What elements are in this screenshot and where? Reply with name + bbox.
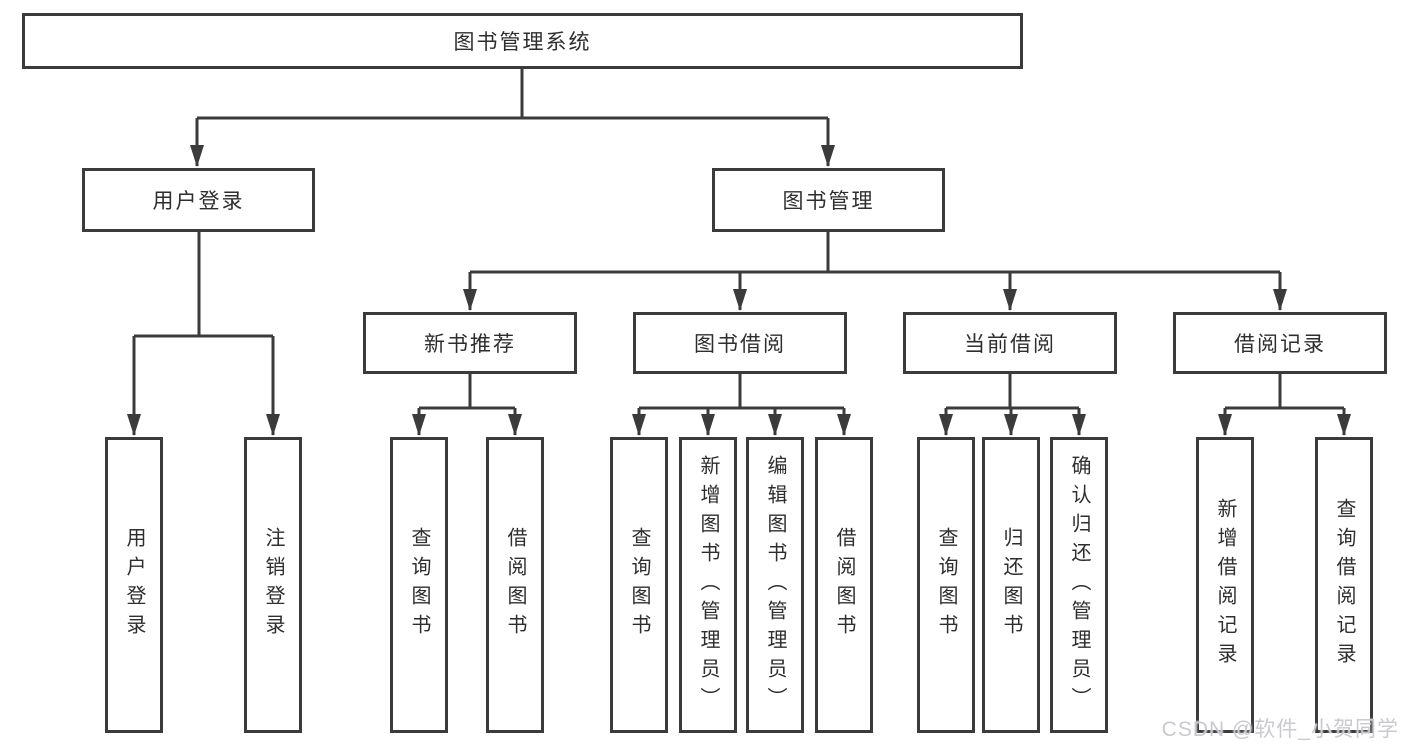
leaf-query-books-current-label: 查询图书 xyxy=(935,527,957,643)
leaf-confirm-return-admin-label: 确认归还（管理员） xyxy=(1068,454,1090,716)
leaf-user-login-label: 用户登录 xyxy=(123,527,145,643)
leaf-edit-book-admin: 编辑图书（管理员） xyxy=(746,437,804,733)
leaf-query-books-borrow-label: 查询图书 xyxy=(628,527,650,643)
leaf-borrow-books-recommend: 借阅图书 xyxy=(486,437,544,733)
node-book-borrow: 图书借阅 xyxy=(633,312,847,374)
node-user-login-branch: 用户登录 xyxy=(82,168,315,232)
node-root: 图书管理系统 xyxy=(22,13,1023,69)
leaf-query-books-recommend-label: 查询图书 xyxy=(408,527,430,643)
node-current-borrow-label: 当前借阅 xyxy=(964,333,1056,356)
node-book-management-branch-label: 图书管理 xyxy=(782,190,875,213)
leaf-query-borrow-record-label: 查询借阅记录 xyxy=(1333,498,1355,672)
node-new-book-recommend: 新书推荐 xyxy=(363,312,577,374)
leaf-borrow-books-label: 借阅图书 xyxy=(833,527,855,643)
leaf-add-borrow-record-label: 新增借阅记录 xyxy=(1214,498,1236,672)
leaf-query-books-borrow: 查询图书 xyxy=(610,437,668,733)
node-book-borrow-label: 图书借阅 xyxy=(694,333,786,356)
node-current-borrow: 当前借阅 xyxy=(903,312,1117,374)
node-new-book-recommend-label: 新书推荐 xyxy=(424,333,516,356)
leaf-borrow-books: 借阅图书 xyxy=(815,437,873,733)
node-borrow-records: 借阅记录 xyxy=(1173,312,1387,374)
node-book-management-branch: 图书管理 xyxy=(712,168,945,232)
leaf-query-borrow-record: 查询借阅记录 xyxy=(1315,437,1373,733)
leaf-return-book: 归还图书 xyxy=(982,437,1040,733)
leaf-add-borrow-record: 新增借阅记录 xyxy=(1196,437,1254,733)
leaf-confirm-return-admin: 确认归还（管理员） xyxy=(1050,437,1108,733)
leaf-return-book-label: 归还图书 xyxy=(1000,527,1022,643)
node-borrow-records-label: 借阅记录 xyxy=(1234,333,1326,356)
leaf-query-books-current: 查询图书 xyxy=(917,437,975,733)
leaf-logout-label: 注销登录 xyxy=(262,527,284,643)
leaf-borrow-books-recommend-label: 借阅图书 xyxy=(504,527,526,643)
leaf-logout: 注销登录 xyxy=(244,437,302,733)
watermark: CSDN @软件_小贺同学 xyxy=(1161,718,1399,741)
leaf-user-login: 用户登录 xyxy=(105,437,163,733)
leaf-query-books-recommend: 查询图书 xyxy=(390,437,448,733)
leaf-add-book-admin-label: 新增图书（管理员） xyxy=(697,454,719,716)
node-root-label: 图书管理系统 xyxy=(453,31,592,54)
leaf-edit-book-admin-label: 编辑图书（管理员） xyxy=(764,454,786,716)
leaf-add-book-admin: 新增图书（管理员） xyxy=(679,437,737,733)
node-user-login-branch-label: 用户登录 xyxy=(152,190,245,213)
